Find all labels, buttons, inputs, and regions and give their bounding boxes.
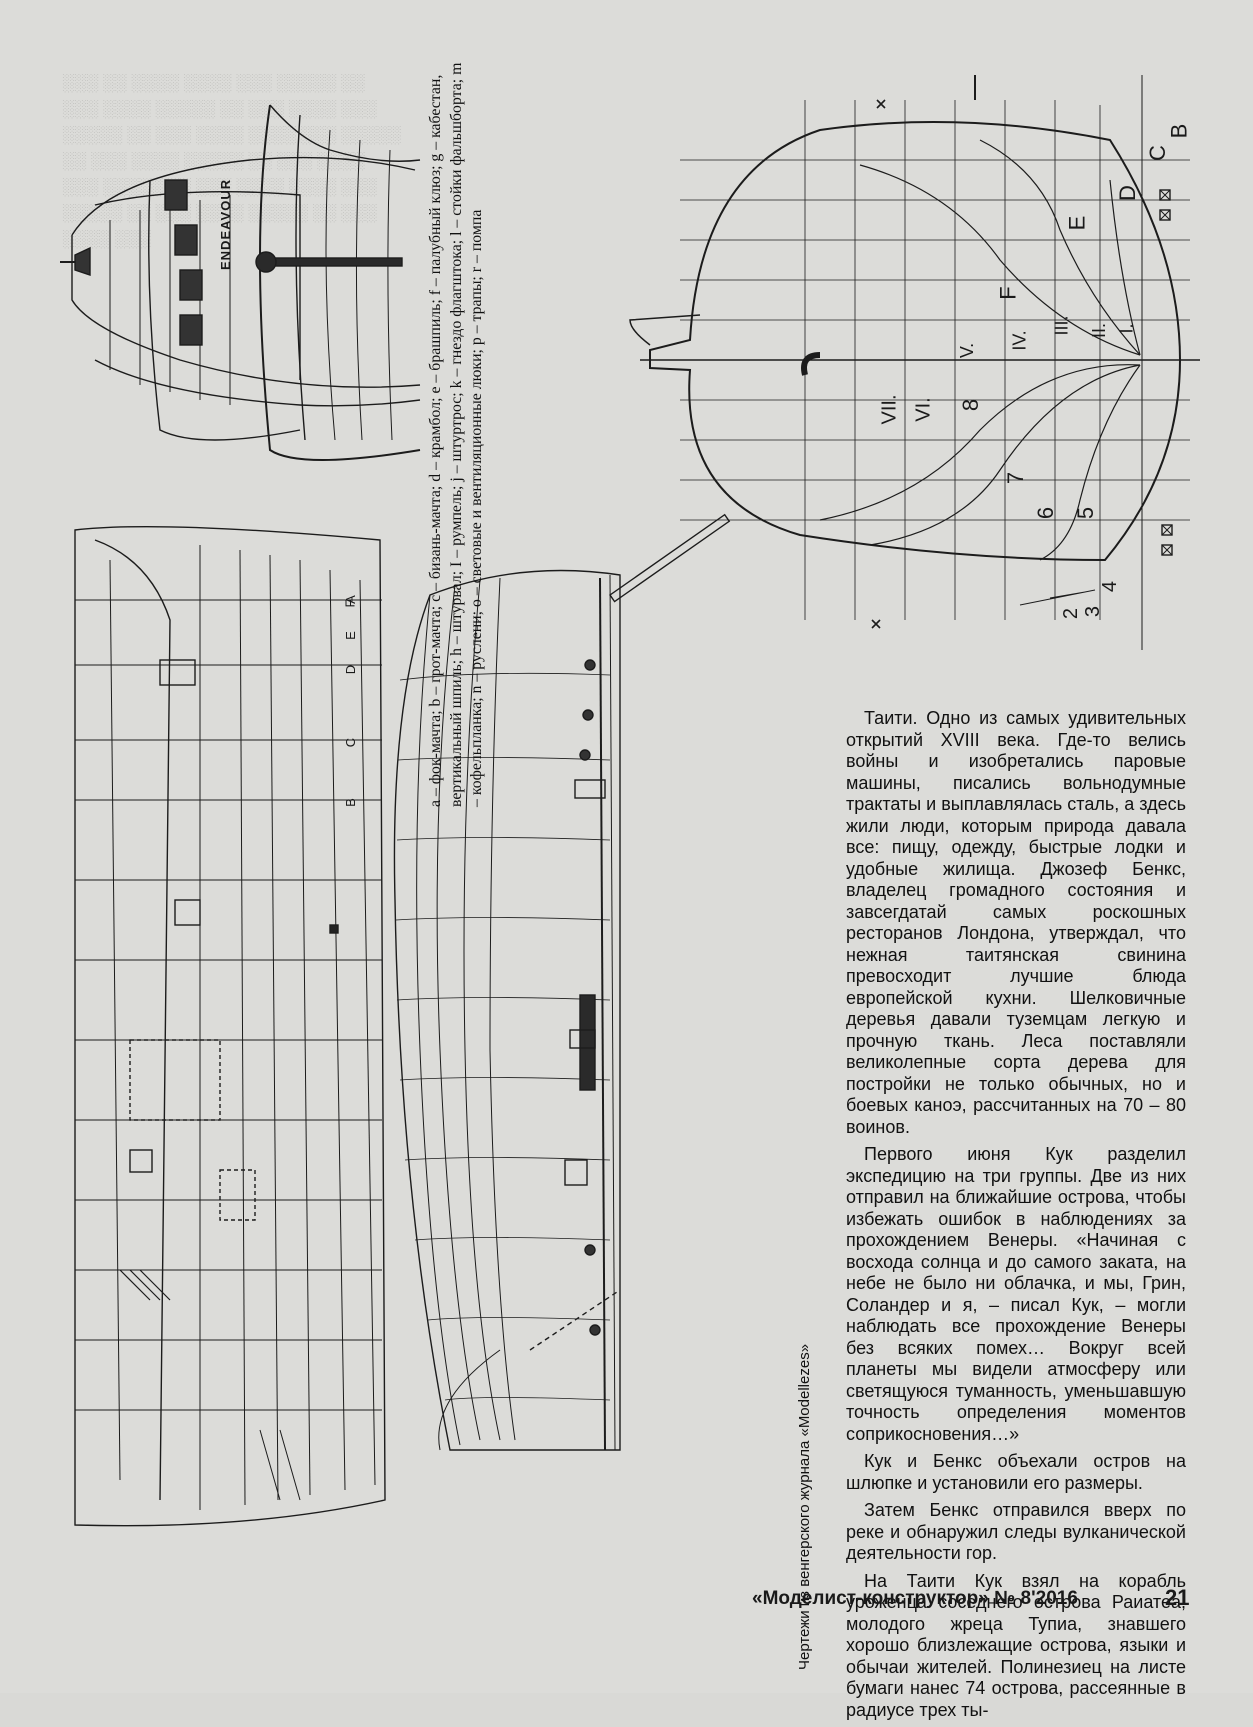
body-label-v: V. [957, 342, 978, 359]
article-body: Таити. Одно из самых удивительных открыт… [846, 708, 1186, 1727]
body-label-vi: VI. [912, 397, 935, 422]
body-label-vii: VII. [878, 394, 901, 425]
body-wl-2: 2 [1060, 607, 1083, 620]
body-wl-8: 8 [958, 398, 984, 412]
body-wl-4: 4 [1099, 580, 1122, 593]
article-paragraph: Таити. Одно из самых удивительных открыт… [846, 708, 1186, 1137]
body-letter-e: E [1064, 215, 1090, 231]
page-number: 21 [1165, 1585, 1190, 1610]
deck-letter-f: F [342, 599, 358, 608]
body-label-ii: II. [1089, 322, 1110, 339]
deck-letter-b: B [342, 798, 358, 807]
body-label-iv: IV. [1009, 330, 1030, 351]
bleed-through-left: ░░░ ░░ ░░░░ ░░░░ ░░░ ░░░░░ ░░ ░░░ ░░░░ ░… [62, 73, 401, 248]
deck-letter-e: E [342, 631, 358, 640]
article-paragraph: Первого июня Кук разделил экспедицию на … [846, 1144, 1186, 1444]
drawing-legend: a – фок-мачта; b – грот-мачта; c – бизан… [427, 62, 485, 807]
body-wl-5: 5 [1073, 506, 1099, 520]
body-wl-7: 7 [1003, 471, 1029, 485]
body-label-iii: III. [1051, 315, 1072, 336]
body-label-i: I. [1116, 323, 1137, 334]
body-wl-3: 3 [1082, 605, 1105, 618]
stern-view-drawing [60, 104, 421, 461]
article-paragraph: Затем Бенкс отправился вверх по реке и о… [846, 1500, 1186, 1563]
body-letter-b: B [1166, 123, 1192, 139]
footer-magazine-title: «Моделист-конструктор» № 8'2016 [752, 1588, 1078, 1609]
article-paragraph: Кук и Бенкс объехали остров на шлюпке и … [846, 1451, 1186, 1493]
body-letter-d: D [1114, 185, 1140, 201]
body-letter-f: F [995, 286, 1021, 300]
deck-letter-c: C [343, 737, 359, 748]
deck-plan-drawing [74, 525, 386, 1527]
side-profile-drawing [393, 513, 731, 1451]
stern-name-plate: ENDEAVOUR [218, 178, 233, 270]
body-letter-c: C [1144, 145, 1170, 161]
deck-letter-d: D [343, 664, 359, 675]
body-wl-6: 6 [1033, 506, 1059, 520]
body-plan-drawing [629, 75, 1200, 650]
